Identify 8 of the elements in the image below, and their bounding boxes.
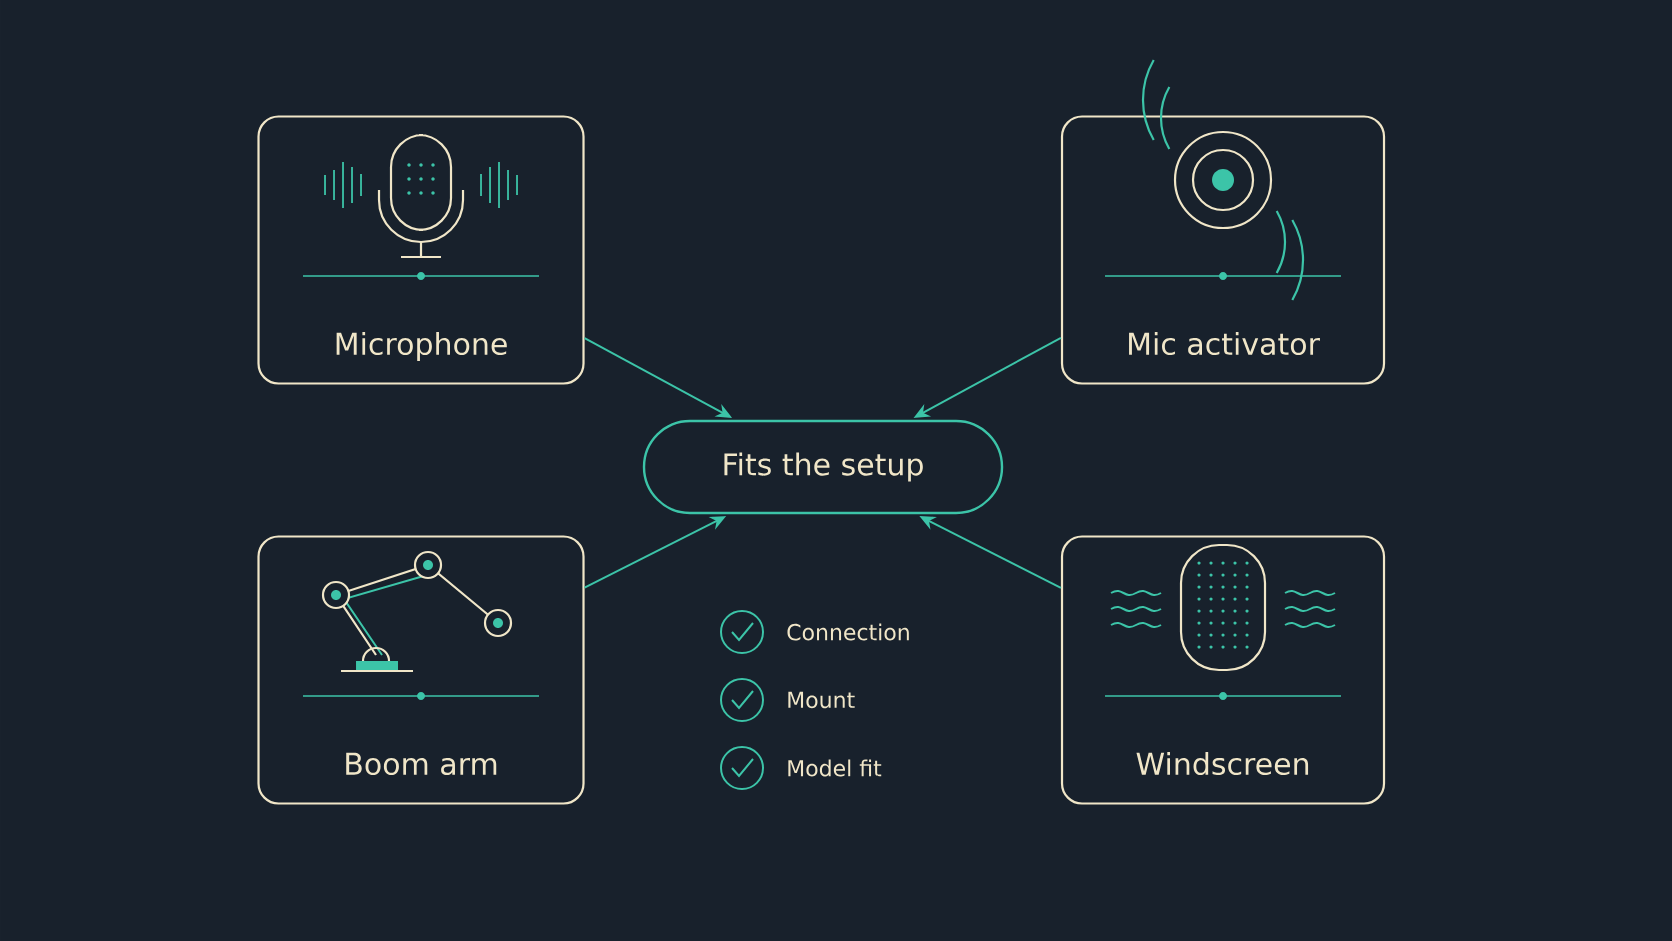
card: Mic activator — [1060, 115, 1386, 385]
checklist-item: Mount — [788, 691, 855, 709]
checklist-item: Connection — [787, 623, 909, 641]
card: Microphone — [257, 115, 585, 385]
checklist-item: Model fit — [788, 759, 882, 777]
pill-box: Fits the setup — [642, 419, 1004, 515]
card: Boom arm — [257, 535, 585, 805]
card: Windscreen — [1060, 535, 1386, 805]
